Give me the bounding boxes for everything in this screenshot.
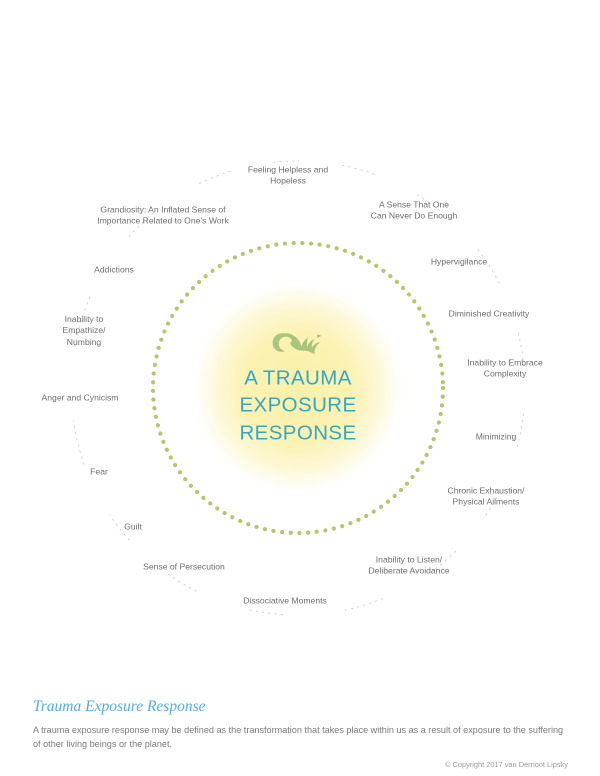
connector-arc	[199, 170, 231, 184]
node-label-inability-to-empathize: Inability to Empathize/ Numbing	[62, 313, 106, 347]
connector-arc	[430, 550, 457, 573]
connector-arc	[342, 164, 375, 175]
inner-dotted-ring	[150, 240, 446, 536]
node-label-minimizing: Minimizing	[475, 431, 517, 442]
connector-arc	[74, 293, 92, 348]
node-label-sense-never-enough: A Sense That One Can Never Do Enough	[370, 199, 458, 221]
connector-arc	[166, 572, 197, 592]
connector-arc	[128, 210, 156, 237]
footer-block: Trauma Exposure Response A trauma exposu…	[33, 698, 573, 769]
node-label-guilt: Guilt	[124, 521, 142, 532]
connector-arc	[341, 598, 384, 612]
trauma-response-diagram: A TRAUMA EXPOSURE RESPONSE Feeling Helpl…	[41, 160, 543, 615]
node-label-diminished-creativity: Diminished Creativity	[448, 308, 530, 319]
connector-arc	[484, 492, 500, 518]
node-label-hypervigilance: Hypervigilance	[430, 256, 488, 267]
connector-arc	[246, 608, 284, 615]
footer-heading: Trauma Exposure Response	[33, 698, 206, 715]
connector-arc	[273, 160, 300, 163]
node-label-grandiosity: Grandiosity: An Inflated Sense of Import…	[97, 204, 229, 226]
diagram-graphics	[72, 160, 525, 615]
footer-copyright: © Copyright 2017 van Dernoot Lipsky	[445, 759, 568, 769]
connector-arc	[477, 249, 500, 284]
node-label-feeling-helpless: Feeling Helpless and Hopeless	[247, 164, 329, 186]
node-label-anger-and-cynicism: Anger and Cynicism	[41, 392, 119, 403]
node-label-sense-of-persecution: Sense of Persecution	[143, 561, 225, 572]
connector-arc	[416, 194, 443, 213]
node-label-fear: Fear	[90, 466, 108, 477]
node-label-inability-to-listen: Inability to Listen/ Deliberate Avoidanc…	[368, 554, 450, 576]
footer-body-text: A trauma exposure response may be define…	[33, 724, 564, 749]
connector-arc	[517, 332, 525, 365]
connector-arc	[516, 413, 524, 449]
connector-arc	[109, 514, 130, 541]
center-glow	[190, 280, 406, 496]
node-label-chronic-exhaustion: Chronic Exhaustion/ Physical Ailments	[447, 485, 525, 507]
node-label-addictions: Addictions	[94, 264, 134, 275]
connector-arc	[72, 420, 85, 465]
node-label-dissociative-moments: Dissociative Moments	[243, 595, 327, 606]
node-label-inability-complexity: Inability to Embrace Complexity	[467, 357, 543, 379]
